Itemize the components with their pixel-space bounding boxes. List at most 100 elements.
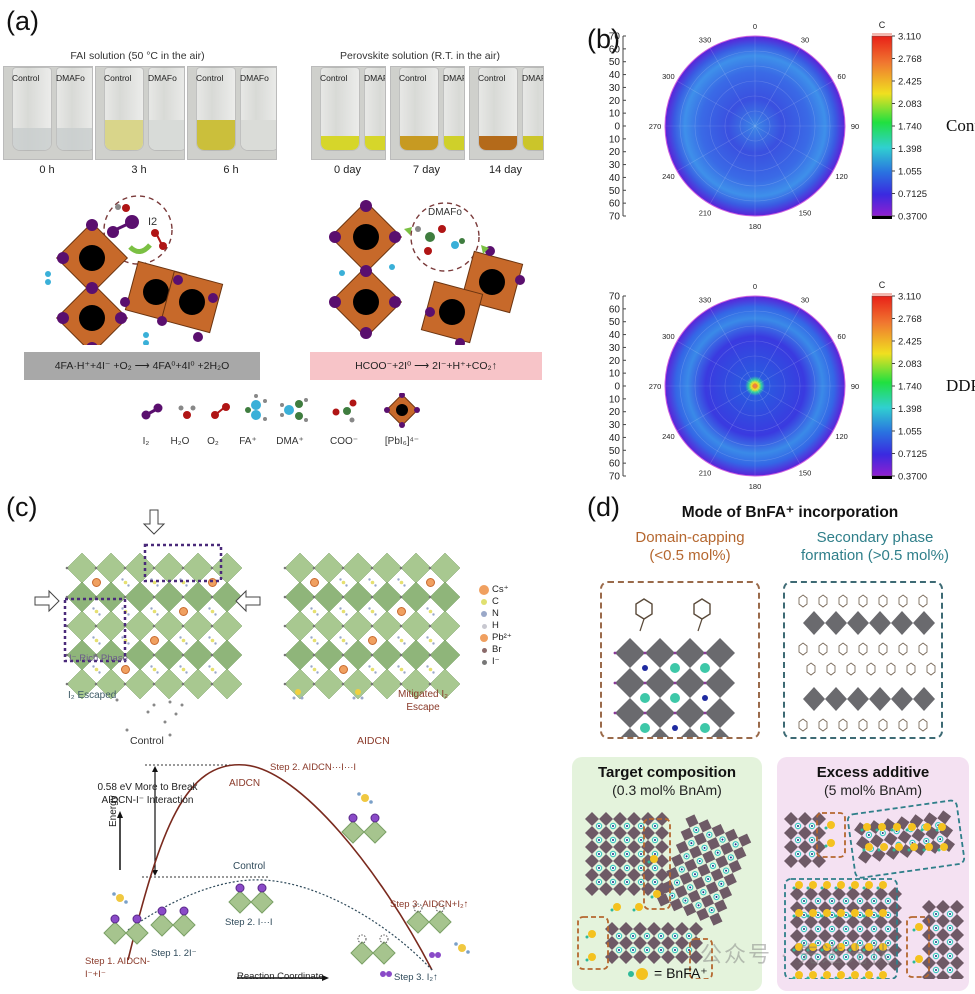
octahedron xyxy=(153,639,185,671)
colorbar-tick-label: 1.055 xyxy=(898,167,922,178)
halide-atom xyxy=(65,595,69,599)
fai-vial xyxy=(196,67,236,151)
rich-phase-box-left xyxy=(63,597,127,663)
colorbar-tick-label: 0.7125 xyxy=(898,449,927,460)
colorbar-tick-label: 0.3700 xyxy=(898,212,927,223)
organic-cation xyxy=(428,609,433,614)
radial-tick-label: 70 xyxy=(609,32,621,43)
radial-tick-label: 10 xyxy=(609,134,621,145)
pero-vial-label: DMAFo xyxy=(364,73,385,83)
bnfa-cation xyxy=(823,909,831,917)
angle-tick-label: 270 xyxy=(649,382,662,391)
bnfa-cation xyxy=(851,909,859,917)
halide-atom xyxy=(370,595,374,599)
organic-cation xyxy=(181,638,186,643)
octahedron xyxy=(803,687,825,711)
arrow-down-icon xyxy=(142,509,166,535)
halide-atom xyxy=(283,595,287,599)
polar-gridline xyxy=(739,110,771,142)
organic-cation xyxy=(370,609,375,614)
octahedron xyxy=(153,552,185,584)
polar-spoke xyxy=(754,80,834,127)
octahedron xyxy=(429,639,461,671)
halide-atom xyxy=(283,624,287,628)
colorbar-tick-label: 1.398 xyxy=(898,404,922,415)
bnfa-cation xyxy=(938,823,946,831)
legend-swatch-icon xyxy=(479,585,489,595)
radial-tick-label: 40 xyxy=(609,433,621,444)
organic-cation xyxy=(312,638,317,643)
polar-gridline xyxy=(694,65,816,187)
polar-spoke xyxy=(676,80,756,127)
bnfa-cation xyxy=(851,971,859,979)
cs-ion xyxy=(310,578,319,587)
bnfa-legend: = BnFA⁺ xyxy=(628,965,708,982)
benzyl-ring xyxy=(693,598,711,620)
bnfa-icon xyxy=(628,967,648,980)
radial-tick-label: 70 xyxy=(609,212,621,223)
organic-cation xyxy=(370,580,375,585)
atom-legend-label: Cs⁺ xyxy=(492,584,509,595)
i2-molecule xyxy=(380,971,386,977)
bnfa-cation xyxy=(915,955,923,963)
halide-atom xyxy=(428,566,432,570)
bnfa-cation xyxy=(613,903,621,911)
octahedron xyxy=(153,581,185,613)
species-legend-label: DMA⁺ xyxy=(276,436,304,447)
perovskite-solution-title: Perovskite solution (R.T. in the air) xyxy=(340,50,500,62)
octahedron xyxy=(429,668,461,700)
bnfa-cation xyxy=(879,909,887,917)
bnfa-cation xyxy=(809,971,817,979)
halide-atom xyxy=(341,624,345,628)
aidcn-curve-label: AIDCN xyxy=(229,778,261,789)
radial-tick-label: 0 xyxy=(614,122,620,133)
colorbar-bottom xyxy=(872,476,892,479)
bnfa-cation xyxy=(879,971,887,979)
fai-vial xyxy=(240,67,276,151)
iodine-atom xyxy=(235,883,245,893)
polar-spoke xyxy=(709,385,756,465)
lattice-domain xyxy=(605,922,703,964)
capping-domain-box xyxy=(689,938,713,979)
bnfa-cation xyxy=(895,843,903,851)
radial-tick-label: 60 xyxy=(609,44,621,55)
colorbar xyxy=(871,35,893,217)
organic-spacer xyxy=(898,642,916,676)
colorbar-tick-label: 2.425 xyxy=(898,337,922,348)
angle-tick-label: 240 xyxy=(662,172,675,181)
octahedron xyxy=(400,639,432,671)
octahedron xyxy=(675,638,705,668)
species-legend-label: O₂ xyxy=(207,436,219,447)
organic-cation xyxy=(152,580,157,585)
lattice-domain xyxy=(784,812,826,868)
capping-domain-box xyxy=(577,916,609,970)
halide-atom xyxy=(312,682,316,686)
legend-swatch-icon xyxy=(480,634,488,642)
halide-atom xyxy=(210,682,214,686)
lattice-domain xyxy=(585,812,669,896)
pero-liquid xyxy=(400,136,438,150)
octahedron xyxy=(284,552,316,584)
fai-liquid xyxy=(105,120,143,150)
d-title: Mode of BnFA⁺ incorporation xyxy=(681,504,899,521)
octahedron xyxy=(66,581,98,613)
secondary-phase-line2: formation (>0.5 mol%) xyxy=(801,547,949,564)
octahedron xyxy=(125,921,149,945)
step2-control: Step 2. I···I xyxy=(225,917,273,928)
iodine-atom xyxy=(257,883,267,893)
octahedron xyxy=(153,668,185,700)
equation-oxidation: 4FA·H⁺+4I⁻ +O₂ ⟶ 4FA⁰+4I⁰ +2H₂O xyxy=(24,352,260,380)
octahedron xyxy=(342,668,374,700)
aidcn-molecule xyxy=(361,794,369,802)
colorbar-title: C xyxy=(879,280,886,290)
fai-vial-label: Control xyxy=(196,73,224,83)
organic-cation xyxy=(370,667,375,672)
watermark: 公众号 · 先进光伏 xyxy=(700,942,894,967)
organic-spacer xyxy=(918,642,936,676)
octahedron xyxy=(228,890,252,914)
angle-tick-label: 210 xyxy=(699,209,712,218)
degradation-scheme: I2 DMAFo xyxy=(45,195,525,345)
